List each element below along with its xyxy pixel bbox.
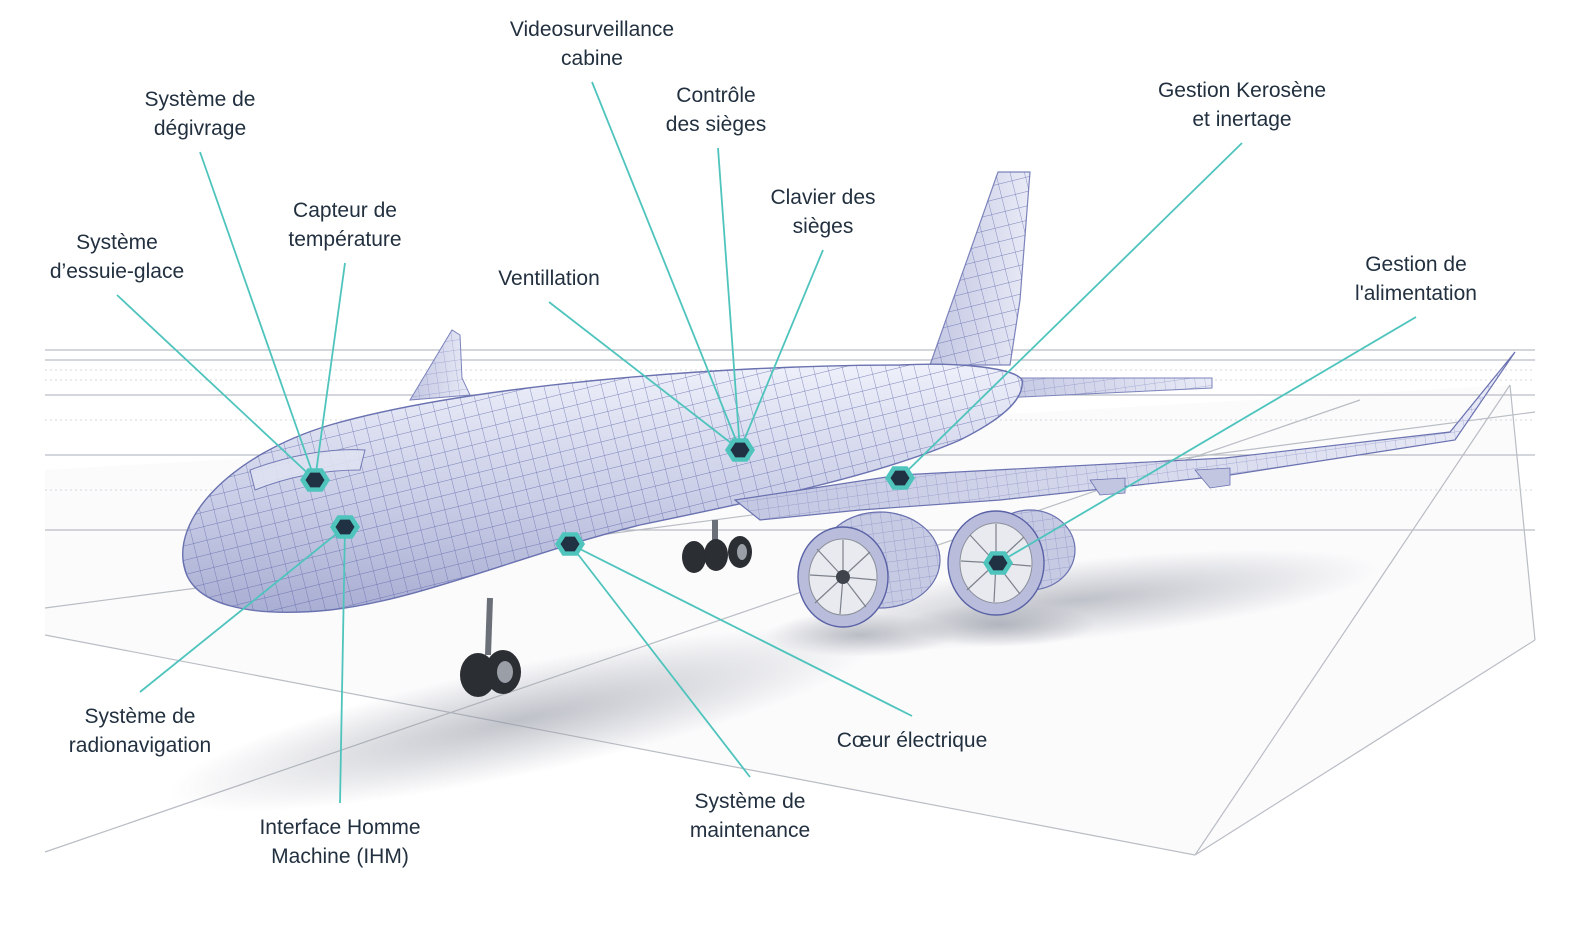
- label-line: Ventillation: [498, 267, 600, 290]
- label-line: radionavigation: [68, 734, 212, 757]
- hexagon-marker-icon[interactable]: [300, 468, 330, 492]
- nose-landing-gear: [460, 597, 521, 697]
- label-line: Clavier des: [770, 186, 876, 209]
- leader-line-radionavigation: [139, 526, 346, 693]
- leader-lines: [116, 81, 1417, 804]
- label-line: Videosurveillance: [509, 18, 675, 41]
- label-line: Système de: [694, 790, 806, 813]
- hexagon-marker-icon[interactable]: [725, 438, 755, 462]
- leader-line-interface-ihm: [339, 526, 346, 804]
- label-coeur-electrique: Cœur électrique: [837, 726, 988, 755]
- label-line: maintenance: [689, 819, 811, 842]
- label-controle-sieges: Contrôle des sièges: [666, 81, 766, 139]
- leader-line-gestion-alimentation: [997, 316, 1417, 564]
- label-gestion-kerosene: Gestion Kerosène et inertage: [1158, 76, 1326, 134]
- leader-line-coeur-electrique: [569, 543, 913, 717]
- label-line: température: [288, 228, 402, 251]
- label-systeme-maintenance: Système de maintenance: [690, 787, 810, 845]
- leader-line-systeme-essuie-glace: [116, 294, 316, 481]
- leader-line-capteur-temperature: [314, 262, 346, 481]
- label-line: d’essuie-glace: [49, 260, 185, 283]
- label-line: Cœur électrique: [836, 729, 988, 752]
- hexagon-marker-icon[interactable]: [983, 551, 1013, 575]
- dorsal-fin: [409, 329, 471, 401]
- label-systeme-essuie-glace: Système d’essuie-glace: [50, 228, 184, 286]
- label-line: Système: [76, 231, 158, 254]
- hexagon-marker-icon[interactable]: [330, 515, 360, 539]
- label-ventillation: Ventillation: [498, 264, 600, 293]
- far-wing: [994, 377, 1213, 399]
- label-systeme-degivrage: Système de dégivrage: [145, 85, 256, 143]
- leader-line-clavier-sieges: [739, 249, 824, 451]
- label-line: Interface Homme: [259, 816, 421, 839]
- label-line: sièges: [792, 215, 854, 238]
- label-line: et inertage: [1192, 108, 1292, 131]
- aircraft-shadow: [167, 549, 1379, 813]
- leader-line-controle-sieges: [717, 147, 741, 451]
- label-line: cabine: [561, 47, 623, 70]
- label-line: Gestion de: [1365, 253, 1467, 276]
- wireframe-airliner-illustration: [182, 171, 1516, 697]
- near-wing: [733, 351, 1516, 521]
- label-radionavigation: Système de radionavigation: [69, 702, 211, 760]
- label-line: Contrôle: [676, 84, 756, 107]
- leader-line-videosurveillance: [591, 81, 741, 451]
- main-landing-gear: [682, 520, 752, 573]
- label-line: des sièges: [665, 113, 767, 136]
- label-line: Système de: [144, 88, 256, 111]
- label-line: dégivrage: [153, 117, 247, 140]
- label-line: Machine (IHM): [271, 845, 409, 868]
- label-gestion-alimentation: Gestion de l'alimentation: [1355, 250, 1477, 308]
- label-line: Capteur de: [293, 199, 397, 222]
- hotspot-markers: [300, 438, 1013, 575]
- engine-inner: [797, 511, 941, 628]
- label-line: Système de: [84, 705, 196, 728]
- label-videosurveillance: Videosurveillance cabine: [510, 15, 674, 73]
- label-line: Gestion Kerosène: [1157, 79, 1327, 102]
- fuselage: [182, 363, 1023, 613]
- hexagon-marker-icon[interactable]: [555, 532, 585, 556]
- leader-line-ventillation: [548, 301, 741, 451]
- leader-line-gestion-kerosene: [899, 142, 1243, 479]
- label-clavier-sieges: Clavier des sièges: [770, 183, 875, 241]
- leader-line-systeme-maintenance: [569, 543, 751, 778]
- vertical-tail: [929, 171, 1031, 366]
- leader-line-systeme-degivrage: [199, 151, 316, 481]
- hexagon-marker-icon[interactable]: [885, 466, 915, 490]
- label-capteur-temperature: Capteur de température: [288, 196, 401, 254]
- label-line: l'alimentation: [1355, 282, 1477, 305]
